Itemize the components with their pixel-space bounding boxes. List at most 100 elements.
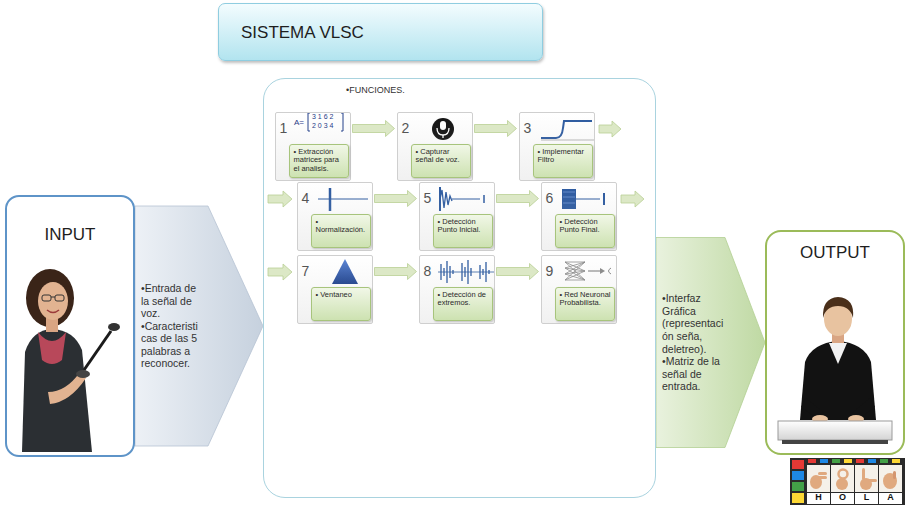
letter-label: O (831, 493, 854, 503)
sign-filmstrip (820, 459, 828, 463)
function-description: • Detección Punto Final. (555, 214, 615, 248)
input-arrow (135, 206, 263, 446)
step-description: • Implementar Filtro (538, 148, 589, 165)
sign-filmstrip (879, 493, 902, 504)
step-description: • Extracción matrices para el analisis. (294, 148, 345, 174)
sign-filmstrip (792, 493, 804, 503)
step-description: • Red Neuronal Probabilista. (560, 291, 611, 308)
speaker-photo (26, 269, 74, 327)
sign-filmstrip (868, 479, 877, 482)
speaker-photo (22, 329, 92, 452)
speaker-photo (38, 332, 66, 364)
output-heading: OUTPUT (800, 243, 870, 263)
sign-filmstrip (856, 459, 864, 463)
step-number: 5 (424, 190, 432, 206)
sign-avatar (800, 341, 876, 420)
sign-avatar (829, 343, 847, 364)
function-card: 3 • Implementar Filtro (519, 112, 595, 181)
sign-filmstrip (832, 459, 840, 463)
output-box: OUTPUT (765, 230, 905, 455)
function-card: 2 • Capturar señal de voz. (397, 112, 473, 181)
step-description: • Detección Punto Final. (560, 218, 611, 235)
input-box: INPUT (5, 195, 135, 457)
sign-filmstrip (792, 482, 804, 491)
step-number: 6 (546, 190, 554, 206)
letter-label: L (855, 493, 878, 503)
step-description: • Ventaneo (316, 291, 352, 300)
sign-filmstrip (818, 472, 827, 475)
step-description: • Capturar señal de voz. (416, 148, 467, 165)
sign-filmstrip (792, 460, 804, 469)
sign-filmstrip (893, 471, 896, 479)
sign-avatar (778, 421, 892, 440)
sign-filmstrip (855, 493, 878, 504)
step-number: 7 (302, 263, 310, 279)
output-arrow (656, 238, 765, 448)
flow-arrow (375, 191, 417, 207)
sign-filmstrip (839, 470, 848, 479)
function-card: 4 • Normalización. (297, 182, 373, 251)
sign-filmstrip (790, 458, 905, 505)
sign-filmstrip (792, 471, 804, 480)
function-description: • Detección Punto Inicial. (433, 214, 493, 248)
sign-filmstrip (808, 459, 816, 463)
matrix-row: 3 1 6 2 (312, 113, 333, 121)
function-description: • Red Neuronal Probabilista. (555, 287, 615, 321)
function-card: 9• Red Neuronal Probabilista. (541, 255, 617, 324)
sign-filmstrip (836, 478, 848, 490)
sign-avatar (782, 440, 888, 444)
sign-filmstrip (790, 458, 905, 505)
function-card: 6 • Detección Punto Final. (541, 182, 617, 251)
functions-panel: •FUNCIONES. 1 • Extracción matrices para e… (263, 78, 656, 498)
row-continuation-arrow (599, 121, 621, 137)
flow-arrow (497, 264, 539, 280)
speaker-photo (55, 295, 64, 301)
function-card: 7 • Ventaneo (297, 255, 373, 324)
speaker-photo (9, 252, 131, 452)
letter-label: H (807, 493, 830, 503)
sign-filmstrip (880, 459, 888, 463)
step-number: 1 (280, 120, 288, 136)
step-description: • Detección Punto Inicial. (438, 218, 489, 235)
sign-filmstrip (831, 465, 854, 492)
function-description: • Normalización. (311, 214, 371, 248)
input-heading: INPUT (45, 225, 96, 245)
step-description: • Detección de extremos. (438, 291, 489, 308)
step-number: 4 (302, 190, 310, 206)
sign-filmstrip (879, 465, 902, 492)
arrow-caption: •Entrada de la señal de voz. •Caracteris… (141, 282, 203, 370)
sign-avatar (778, 297, 892, 444)
function-description: • Extracción matrices para el analisis. (289, 144, 349, 178)
step-number: 3 (524, 120, 532, 136)
system-title-box: SISTEMA VLSC (218, 3, 543, 61)
flow-arrow (353, 121, 395, 137)
sign-avatar (823, 297, 853, 318)
flow-arrow (375, 264, 417, 280)
function-description: • Capturar señal de voz. (411, 144, 471, 178)
sign-filmstrip (844, 459, 852, 463)
speaker-photo (51, 297, 55, 298)
sign-filmstrip (831, 493, 854, 504)
speaker-photo (9, 252, 131, 452)
matrix-label: A= (294, 119, 304, 128)
speaker-photo (47, 310, 59, 313)
sign-filmstrip (818, 476, 827, 479)
sign-filmstrip (868, 459, 876, 463)
speaker-photo (38, 282, 68, 320)
step-number: 8 (424, 263, 432, 279)
flow-arrow (497, 191, 539, 207)
row-continuation-arrow (268, 191, 292, 207)
function-card: 8 • Detección de extremos. (419, 255, 495, 324)
panel-heading: •FUNCIONES. (346, 85, 405, 95)
arrow-caption: •Interfaz Gráfica (representación seña, … (662, 292, 724, 393)
function-description: • Ventaneo (311, 287, 371, 321)
row-continuation-arrow (268, 264, 292, 280)
step-number: 2 (402, 120, 410, 136)
step-description: • Normalización. (316, 218, 367, 235)
speaker-photo (84, 331, 111, 370)
sign-filmstrip (862, 468, 865, 480)
function-description: • Detección de extremos. (433, 287, 493, 321)
sign-filmstrip (892, 459, 900, 463)
